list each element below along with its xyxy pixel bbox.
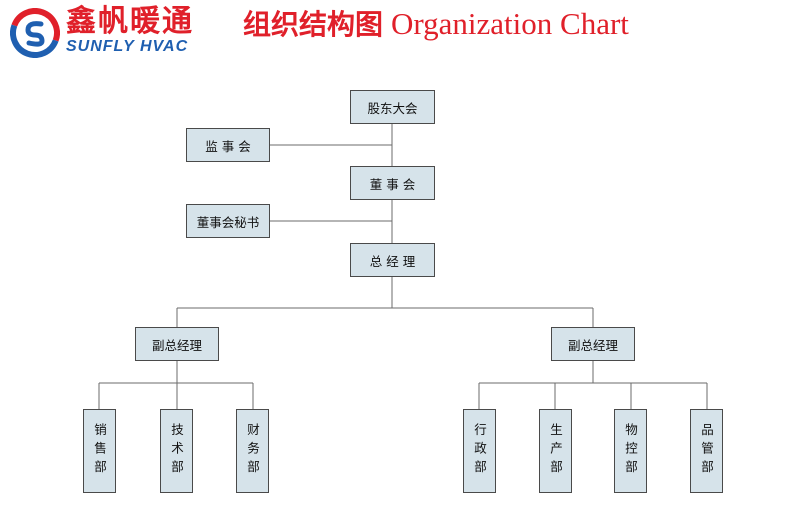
dept-technical: 技术部: [160, 409, 193, 493]
node-board-secretary: 董事会秘书: [186, 204, 270, 238]
dept-administration: 行政部: [463, 409, 496, 493]
brand-name-en: SUNFLY HVAC: [66, 38, 189, 55]
node-vp-left: 副总经理: [135, 327, 219, 361]
dept-quality-control: 品管部: [690, 409, 723, 493]
dept-production: 生产部: [539, 409, 572, 493]
title-en: Organization Chart: [391, 6, 629, 41]
title-cn: 组织结构图: [243, 8, 384, 41]
node-shareholders: 股东大会: [350, 90, 435, 124]
dept-sales: 销售部: [83, 409, 116, 493]
node-board: 董 事 会: [350, 166, 435, 200]
node-general-manager: 总 经 理: [350, 243, 435, 277]
sunfly-logo-icon: [10, 8, 60, 58]
node-vp-right: 副总经理: [551, 327, 635, 361]
brand-name-cn: 鑫帆暖通: [66, 4, 194, 39]
dept-finance: 财务部: [236, 409, 269, 493]
node-supervisors: 监 事 会: [186, 128, 270, 162]
dept-material-control: 物控部: [614, 409, 647, 493]
